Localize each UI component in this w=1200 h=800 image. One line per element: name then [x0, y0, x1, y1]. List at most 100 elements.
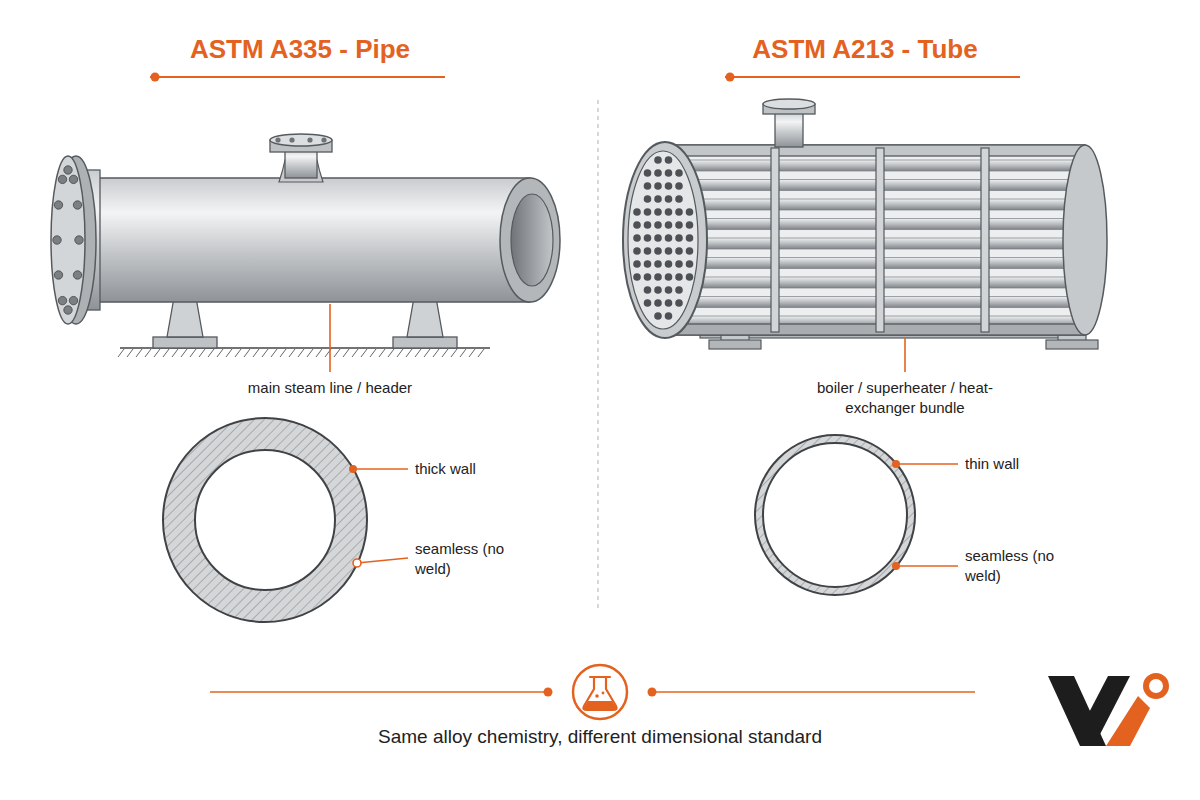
tube-hole [665, 286, 673, 294]
heading-dot [151, 73, 160, 82]
seam-label: seamless (no weld) [415, 539, 507, 579]
tube-hole [665, 299, 673, 307]
nozzle-neck [775, 112, 803, 147]
tube-hole [675, 299, 683, 307]
leader-line [896, 565, 958, 567]
ground-hatch [262, 349, 268, 357]
ground-hatch [334, 349, 340, 357]
tube-hole [686, 221, 694, 229]
heading-dot [726, 73, 735, 82]
tube-hole [675, 273, 683, 281]
ground-hatch [397, 349, 403, 357]
tube-hole [644, 169, 652, 177]
tube-hole [644, 286, 652, 294]
baffle-plate [981, 148, 989, 332]
heading-underline [725, 76, 1020, 78]
ground-hatch [478, 349, 484, 357]
tube-hole [644, 182, 652, 190]
tube-hole [633, 221, 641, 229]
flange-bolt [73, 271, 81, 279]
tube-hole [686, 260, 694, 268]
tube-hole [665, 182, 673, 190]
flange-bolt [75, 236, 83, 244]
support-base [393, 337, 457, 348]
tube-hole [686, 247, 694, 255]
tube-hole [665, 234, 673, 242]
ground-hatch [352, 349, 358, 357]
ground-hatch [469, 349, 475, 357]
panel-heading: ASTM A335 - Pipe [120, 34, 480, 65]
tube-hole [654, 299, 662, 307]
flange-bolt [54, 201, 62, 209]
tube-hole [675, 260, 683, 268]
emblem-rule [210, 691, 548, 693]
flange-bolt [69, 296, 77, 304]
ground-hatch [127, 349, 133, 357]
nozzle-flange-top [763, 99, 815, 109]
tube-hole [633, 208, 641, 216]
tubesheet-rim [623, 142, 707, 338]
ground-hatch [163, 349, 169, 357]
flange-bolt [64, 306, 72, 314]
nozzle-bolt [321, 137, 326, 142]
tube-hole [644, 299, 652, 307]
pipe-bore [511, 194, 553, 286]
logo-ring [1146, 676, 1166, 696]
ground-hatch [181, 349, 187, 357]
ground-hatch [361, 349, 367, 357]
nozzle-bolt [307, 137, 312, 142]
ground-hatch [460, 349, 466, 357]
flange-face [51, 156, 85, 324]
ground-hatch [154, 349, 160, 357]
tube-hole [675, 286, 683, 294]
heading-underline [150, 76, 445, 78]
tube-hole [633, 234, 641, 242]
tube-hole [665, 312, 673, 320]
ground-hatch [451, 349, 457, 357]
pipe-open-end [500, 178, 560, 302]
ground-hatch [415, 349, 421, 357]
pipe-illustration [51, 134, 560, 372]
tube-hole [644, 234, 652, 242]
seam-label: seamless (no weld) [965, 546, 1057, 586]
ground-hatch [433, 349, 439, 357]
flask-bubble [595, 694, 599, 698]
tube-hole [633, 247, 641, 255]
flask-ring [573, 665, 627, 719]
ground-hatch [307, 349, 313, 357]
tube-hole [654, 273, 662, 281]
pipe-body [90, 178, 530, 302]
tubesheet-face [628, 151, 698, 329]
ground-hatch [226, 349, 232, 357]
ground-hatch [271, 349, 277, 357]
part-label: main steam line / header [200, 378, 460, 398]
tube-hole [675, 247, 683, 255]
flask-liquid [584, 701, 617, 709]
ground-hatch [370, 349, 376, 357]
tube-hole [686, 273, 694, 281]
tube-hole [665, 195, 673, 203]
leader-dot [353, 559, 361, 567]
wall-label: thin wall [965, 454, 1115, 474]
tube-hole [633, 273, 641, 281]
brand-logo [1048, 676, 1166, 746]
tube-hole [654, 247, 662, 255]
tube-hole [644, 273, 652, 281]
caption: Same alloy chemistry, different dimensio… [240, 724, 960, 749]
tube-hole [654, 156, 662, 164]
baffle-plate [771, 148, 779, 332]
tube-hole [675, 208, 683, 216]
ground-hatch [343, 349, 349, 357]
baffle-plate [876, 148, 884, 332]
nozzle-bolt [289, 137, 294, 142]
flask-rim [590, 676, 610, 678]
logo-accent [1106, 696, 1150, 746]
panel-heading: ASTM A213 - Tube [685, 34, 1045, 65]
ground-hatch [289, 349, 295, 357]
tube-cross-section [755, 435, 958, 595]
ground-hatch [379, 349, 385, 357]
leader-dot [349, 465, 357, 473]
tube-hole [644, 221, 652, 229]
tube-hole [665, 208, 673, 216]
